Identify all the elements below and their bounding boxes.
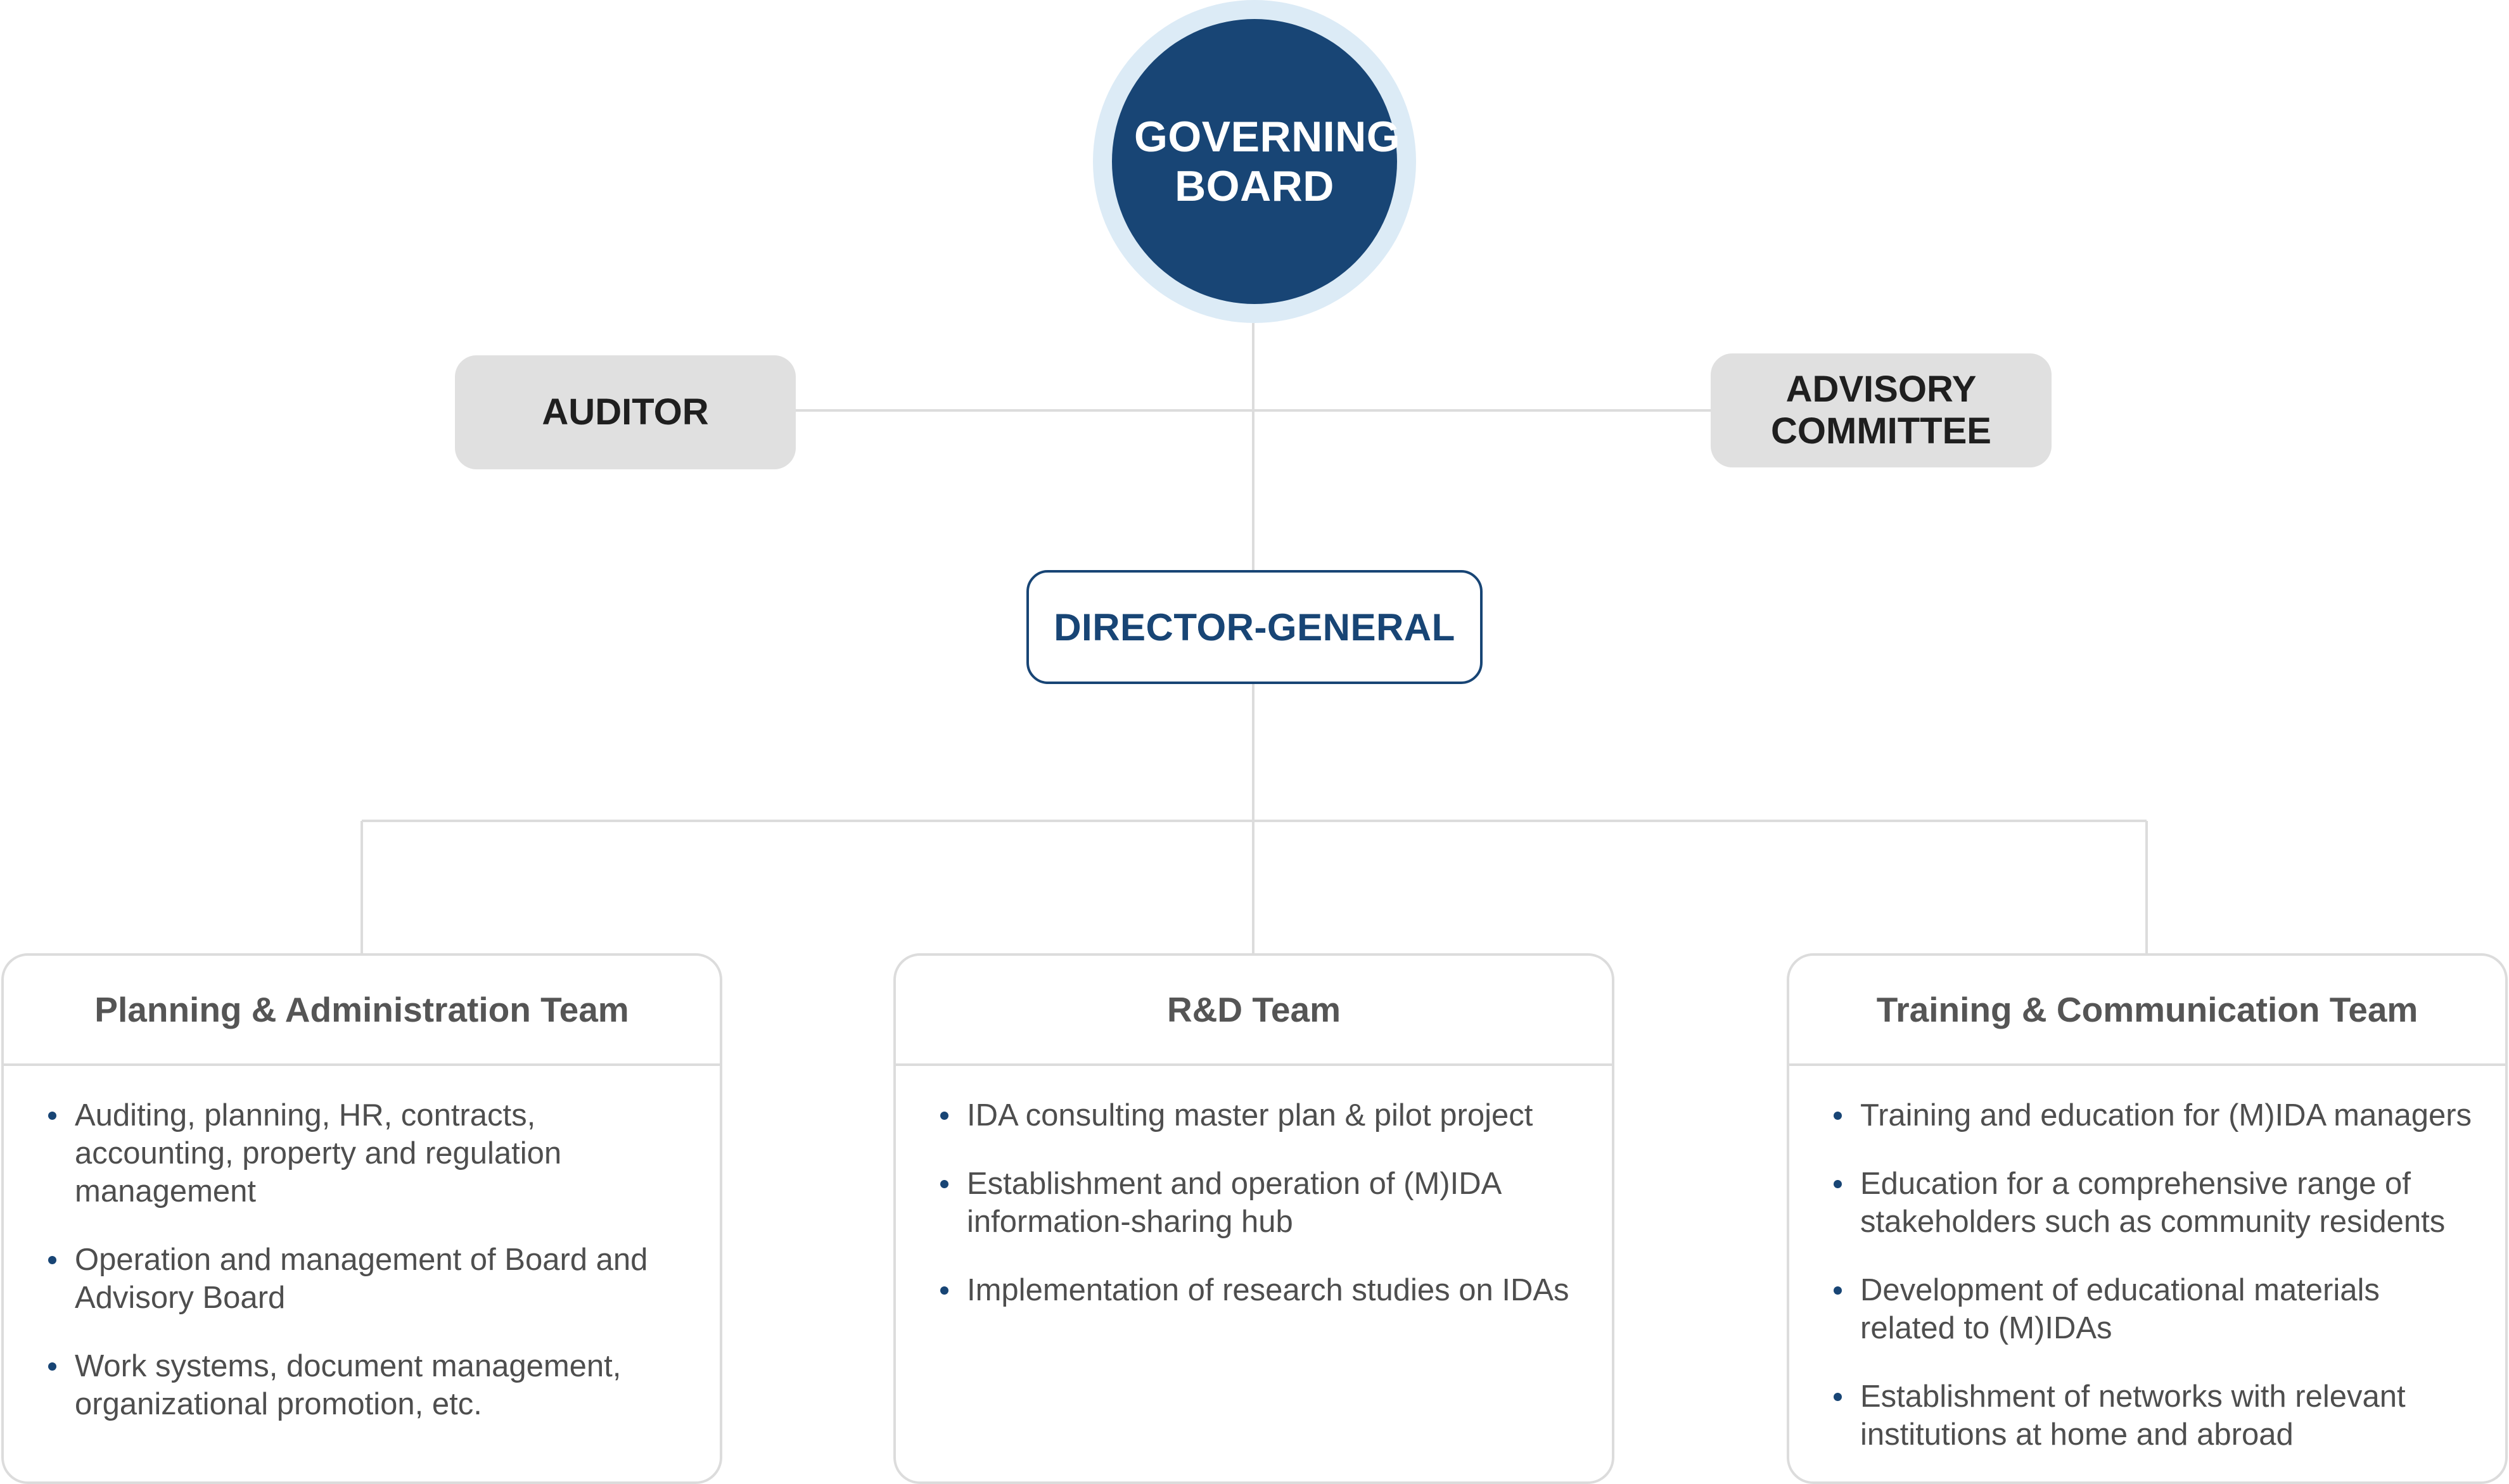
bullet-icon: [1834, 1286, 1842, 1295]
team-header: Planning & Administration Team: [4, 956, 720, 1066]
bullet-icon: [940, 1286, 948, 1295]
advisory-committee-label: ADVISORY COMMITTEE: [1771, 369, 1991, 452]
list-item: Education for a comprehensive range of s…: [1834, 1165, 2480, 1241]
list-item-text: Operation and management of Board and Ad…: [75, 1243, 648, 1315]
list-item-text: Education for a comprehensive range of s…: [1860, 1167, 2446, 1239]
team-title: Training & Communication Team: [1876, 990, 2418, 1029]
list-item-text: Work systems, document management, organ…: [75, 1349, 622, 1421]
bullet-icon: [48, 1112, 56, 1120]
bullet-icon: [940, 1112, 948, 1120]
list-item: Establishment of networks with relevant …: [1834, 1378, 2480, 1454]
team-duty-list: Auditing, planning, HR, contracts, accou…: [4, 1066, 720, 1423]
auditor-node: AUDITOR: [455, 355, 796, 469]
governing-board-node: GOVERNING BOARD: [1112, 19, 1401, 304]
list-item-text: IDA consulting master plan & pilot proje…: [967, 1098, 1533, 1132]
team-card-planning-administration: Planning & Administration Team Auditing,…: [1, 953, 722, 1484]
team-header: R&D Team: [896, 956, 1612, 1066]
director-general-node: DIRECTOR-GENERAL: [1026, 570, 1483, 684]
bullet-icon: [1834, 1393, 1842, 1401]
auditor-label: AUDITOR: [542, 391, 709, 433]
list-item-text: Establishment and operation of (M)IDA in…: [967, 1167, 1500, 1239]
bullet-icon: [1834, 1112, 1842, 1120]
team-title: Planning & Administration Team: [94, 990, 629, 1029]
list-item: Training and education for (M)IDA manage…: [1834, 1096, 2480, 1134]
team-card-training-communication: Training & Communication Team Training a…: [1787, 953, 2508, 1484]
team-header: Training & Communication Team: [1789, 956, 2505, 1066]
list-item-text: Implementation of research studies on ID…: [967, 1273, 1569, 1307]
list-item: Operation and management of Board and Ad…: [48, 1241, 694, 1317]
director-general-label: DIRECTOR-GENERAL: [1054, 606, 1455, 649]
list-item: Establishment and operation of (M)IDA in…: [940, 1165, 1586, 1241]
list-item-text: Training and education for (M)IDA manage…: [1860, 1098, 2472, 1132]
list-item: Development of educational materials rel…: [1834, 1271, 2480, 1347]
team-duty-list: IDA consulting master plan & pilot proje…: [896, 1066, 1612, 1309]
governing-board-label: GOVERNING BOARD: [1134, 113, 1401, 210]
list-item: IDA consulting master plan & pilot proje…: [940, 1096, 1586, 1134]
team-card-rd: R&D Team IDA consulting master plan & pi…: [893, 953, 1614, 1484]
list-item-text: Auditing, planning, HR, contracts, accou…: [75, 1098, 562, 1208]
list-item: Auditing, planning, HR, contracts, accou…: [48, 1096, 694, 1210]
bullet-icon: [940, 1180, 948, 1188]
team-duty-list: Training and education for (M)IDA manage…: [1789, 1066, 2505, 1454]
list-item: Implementation of research studies on ID…: [940, 1271, 1586, 1309]
advisory-committee-node: ADVISORY COMMITTEE: [1711, 353, 2052, 467]
list-item-text: Establishment of networks with relevant …: [1860, 1379, 2406, 1452]
bullet-icon: [1834, 1180, 1842, 1188]
bullet-icon: [48, 1362, 56, 1371]
list-item-text: Development of educational materials rel…: [1860, 1273, 2380, 1345]
list-item: Work systems, document management, organ…: [48, 1347, 694, 1423]
team-title: R&D Team: [1166, 990, 1341, 1029]
bullet-icon: [48, 1256, 56, 1264]
